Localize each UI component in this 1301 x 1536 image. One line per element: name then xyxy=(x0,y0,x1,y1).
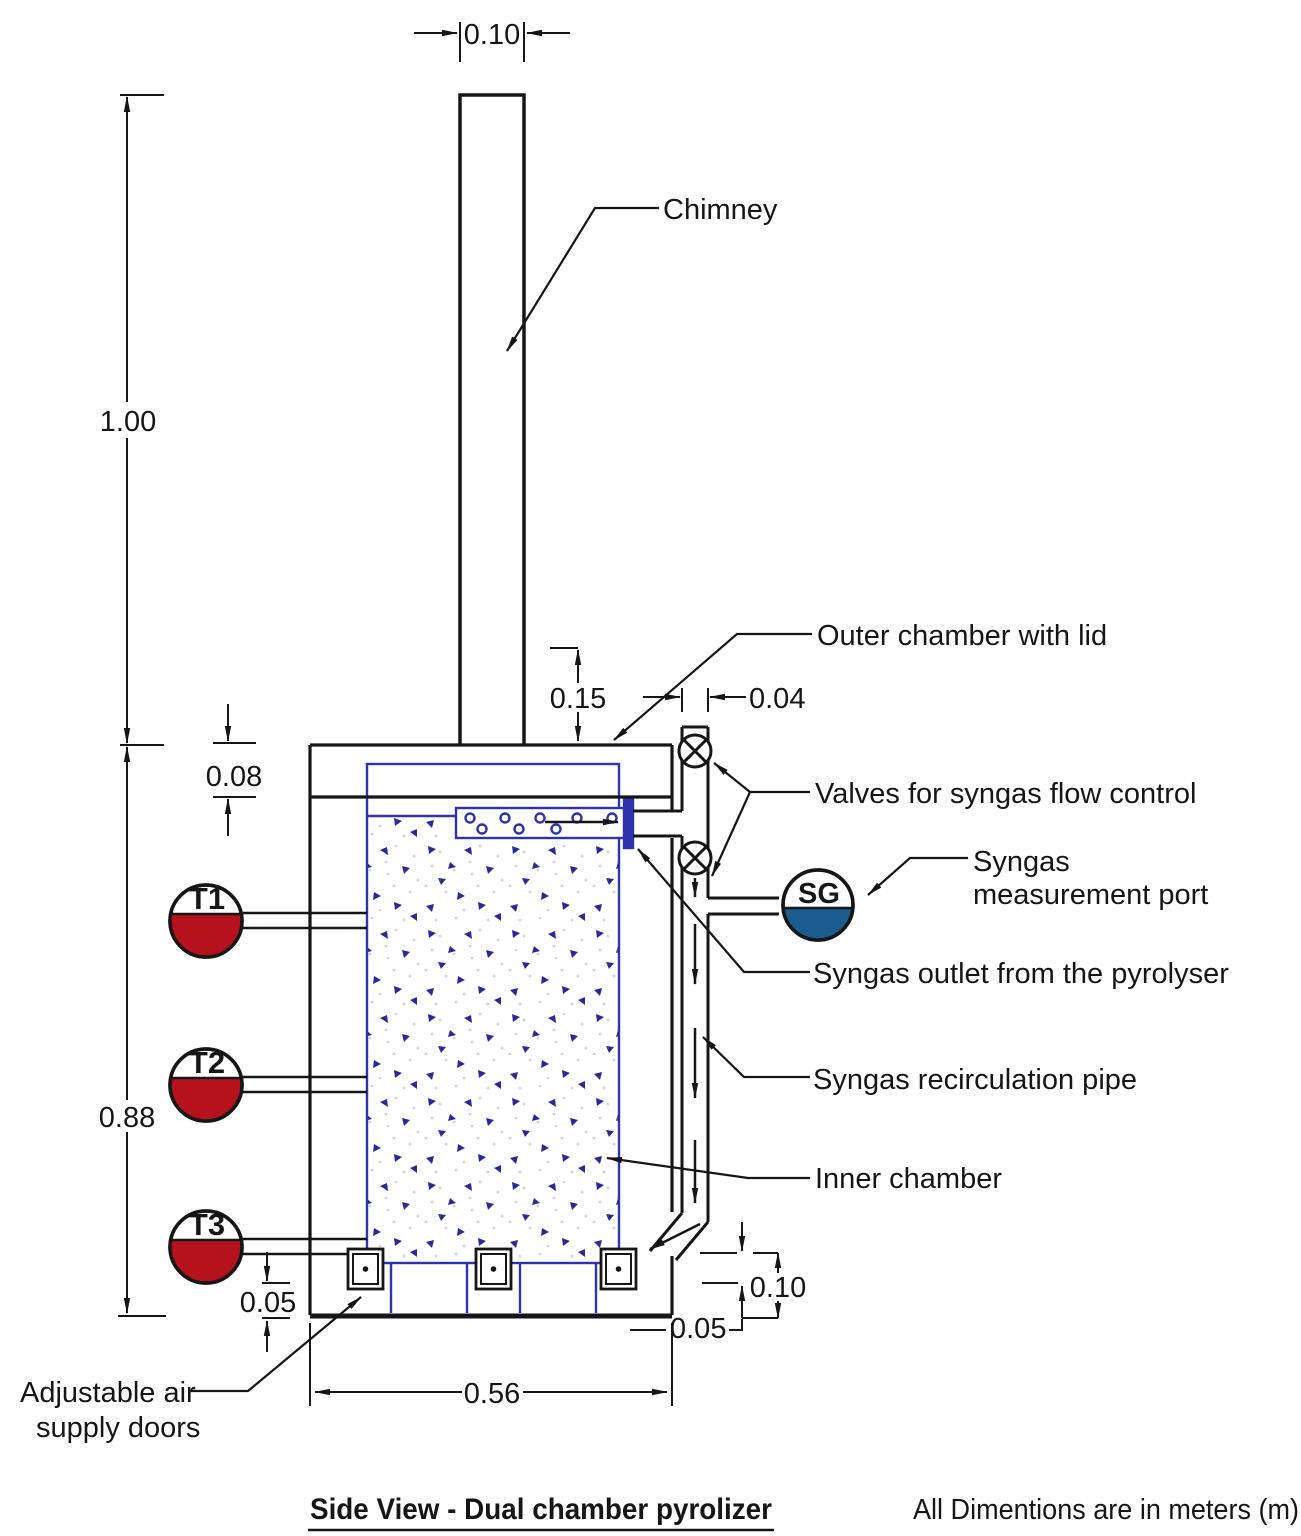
air-doors-label-line1: Adjustable air xyxy=(20,1377,196,1409)
gas-flow-arrows xyxy=(649,878,701,1251)
syngas-outlet-label: Syngas outlet from the pyrolyser xyxy=(813,958,1229,990)
dim-recirc-inlet-height: 0.10 xyxy=(750,1272,806,1304)
valve-top-icon xyxy=(677,733,713,769)
dimension-text-backing xyxy=(98,402,803,1301)
sg-port: SG xyxy=(781,868,855,942)
chimney-leader xyxy=(506,206,659,352)
dim-body-height: 0.88 xyxy=(99,1102,155,1134)
drawing-footer: Side View - Dual chamber pyrolizer All D… xyxy=(308,1493,1299,1532)
callout-labels: Chimney Outer chamber with lid Valves fo… xyxy=(20,194,1229,1444)
valves-leader-bottom xyxy=(710,791,752,877)
air-door xyxy=(599,1247,638,1291)
t3-port: T3 xyxy=(168,1207,244,1285)
dimension-lines xyxy=(118,22,782,1406)
dim-body-width: 0.56 xyxy=(464,1378,520,1410)
air-doors-leader xyxy=(190,1296,362,1393)
dim-door-bottom-gap: 0.05 xyxy=(240,1287,296,1319)
dim-lid-thickness: 0.08 xyxy=(206,761,262,793)
air-door xyxy=(346,1247,385,1291)
valves-label: Valves for syngas flow control xyxy=(815,778,1196,810)
dim-chimney-width: 0.10 xyxy=(464,19,520,51)
air-doors-label-line2: supply doors xyxy=(36,1412,200,1444)
recirculation-pipe-label: Syngas recirculation pipe xyxy=(813,1064,1137,1096)
drawing-title: Side View - Dual chamber pyrolizer xyxy=(310,1493,772,1526)
inner-chamber-leader xyxy=(606,1156,810,1180)
sg-port-leader xyxy=(867,856,968,896)
sg-port-label: SG xyxy=(798,878,840,910)
biomass-fill xyxy=(368,817,618,1263)
recirculation-leader xyxy=(702,1036,810,1079)
t1-label: T1 xyxy=(189,881,225,916)
valve-bottom-icon xyxy=(677,840,713,876)
air-supply-doors xyxy=(346,1247,638,1291)
t3-label: T3 xyxy=(189,1207,225,1242)
temperature-ports: T1 T2 T3 xyxy=(168,881,367,1285)
outer-chamber-label: Outer chamber with lid xyxy=(817,620,1107,652)
syngas-port-label-line1: Syngas xyxy=(973,846,1070,878)
t2-label: T2 xyxy=(189,1045,225,1080)
dim-chimney-height: 1.00 xyxy=(100,406,156,438)
thermocouple-pipes xyxy=(243,911,367,1256)
outer-chamber-leader xyxy=(613,632,812,741)
inner-chamber-label: Inner chamber xyxy=(815,1163,1002,1195)
chimney-label: Chimney xyxy=(663,194,778,226)
t1-port: T1 xyxy=(168,881,244,959)
dimension-texts: 0.10 1.00 0.88 0.08 0.15 0.04 0.05 0.10 … xyxy=(99,19,806,1410)
outlet-leader xyxy=(637,848,810,974)
outer-chamber-structure xyxy=(308,93,674,1319)
units-note: All Dimentions are in meters (m) xyxy=(913,1494,1299,1526)
dim-chimney-clearance: 0.15 xyxy=(550,683,606,715)
leader-lines xyxy=(190,206,968,1393)
t2-port: T2 xyxy=(168,1045,244,1123)
air-door xyxy=(474,1247,513,1291)
syngas-port-label-line2: measurement port xyxy=(973,879,1208,911)
recirculation-pipe-system xyxy=(633,725,779,1261)
chimney-outline xyxy=(458,93,526,745)
outlet-flange xyxy=(622,797,635,850)
dim-pipe-width: 0.04 xyxy=(749,683,805,715)
valves-leader-top xyxy=(713,762,810,794)
dim-base-clearance: 0.05 xyxy=(670,1313,726,1345)
